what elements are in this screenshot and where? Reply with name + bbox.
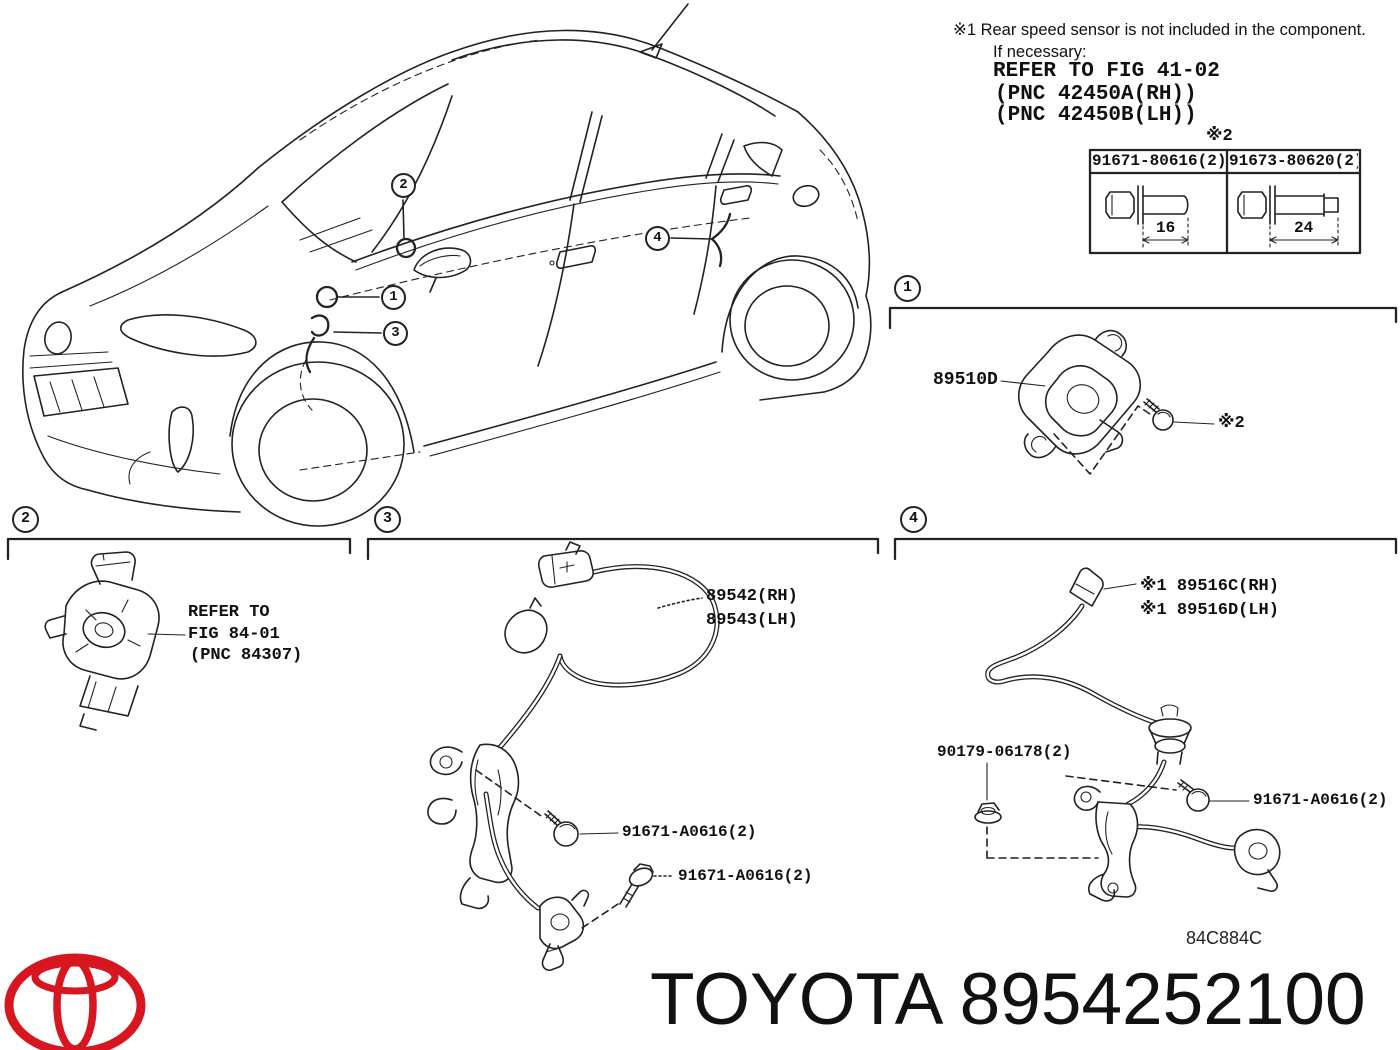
car-callout-1: 1: [381, 285, 406, 310]
section-1-drawing: [1000, 329, 1215, 475]
part-label-89542-rh: 89542(RH): [706, 587, 798, 606]
bolt-table-linework: [1088, 148, 1362, 255]
section-3-drawing: [427, 541, 720, 971]
bolt-table-col1-part: 91671-80616(2): [1092, 153, 1225, 170]
note-marker-line: ※1 Rear speed sensor is not included in …: [953, 21, 1366, 39]
part-label-89543-lh: 89543(LH): [706, 611, 798, 630]
section-4-drawing: [974, 567, 1281, 902]
section-brackets: [6, 306, 1398, 561]
part-label-bolt-upper: 91671-A0616(2): [622, 823, 757, 841]
note-refer-line: REFER TO FIG 41-02: [993, 60, 1220, 83]
note-condition-line: If necessary:: [993, 43, 1087, 61]
section-2-marker: 2: [12, 506, 39, 533]
part-label-89510d: 89510D: [933, 370, 998, 390]
section-4-marker: 4: [900, 506, 927, 533]
part-label-bolt-lower: 91671-A0616(2): [678, 867, 813, 885]
bolt-table-col1-length: 16: [1156, 219, 1176, 237]
part-label-nut-90179: 90179-06178(2): [937, 743, 1072, 761]
callout-leader-lines: [305, 199, 732, 374]
section-1-marker: 1: [894, 275, 921, 302]
bolt-table-col2-part: 91673-80620(2): [1229, 153, 1358, 170]
bolt-table-marker: ※2: [1206, 127, 1233, 146]
part-label-bolt-91671: 91671-A0616(2): [1253, 791, 1388, 809]
part-label-89516c-rh: ※1 89516C(RH): [1140, 577, 1279, 596]
figure-code: 84C884C: [1186, 928, 1263, 948]
section-2-refer-line3: (PNC 84307): [190, 646, 303, 665]
section-2-refer-line2: FIG 84-01: [188, 625, 280, 644]
car-illustration: [22, 3, 872, 527]
section-2-refer-line1: REFER TO: [188, 603, 270, 622]
car-callout-2: 2: [391, 173, 416, 198]
page-title: TOYOTA 8954252100: [650, 959, 1366, 1040]
note-pnc-lh: (PNC 42450B(LH)): [995, 104, 1197, 127]
car-callout-3: 3: [383, 321, 408, 346]
car-callout-4: 4: [645, 226, 670, 251]
section-1-bolt-marker: ※2: [1218, 414, 1245, 433]
section-3-marker: 3: [374, 506, 401, 533]
note-pnc-rh: (PNC 42450A(RH)): [995, 83, 1197, 106]
toyota-logo: [4, 953, 146, 1050]
part-label-89516d-lh: ※1 89516D(LH): [1140, 601, 1279, 620]
section-2-drawing: [44, 551, 186, 731]
bolt-table-col2-length: 24: [1294, 219, 1314, 237]
